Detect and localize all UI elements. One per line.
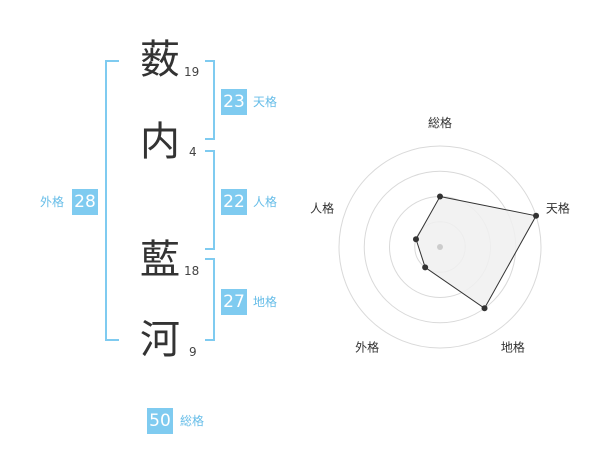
jinkaku-label: 人格 [253,195,278,209]
gaikaku-bracket-bottom [105,339,119,341]
radar-point-2 [533,212,540,219]
gaikaku-label: 外格 [40,195,65,209]
radar-axis-label: 外格 [355,339,379,354]
radar-center-dot [437,244,443,250]
chikaku-bracket-vertical [213,258,215,341]
soukaku-value-badge: 50 [147,408,173,434]
name-char-1: 薮 [140,37,180,83]
tenkaku-bracket-bottom [205,138,215,140]
radar-axis-label: 天格 [546,201,570,216]
chikaku-value-badge: 27 [221,289,247,315]
tenkaku-value-badge: 23 [221,89,247,115]
stroke-count-1: 19 [184,65,200,79]
tenkaku-bracket-top [205,60,215,62]
chikaku-bracket-bottom [205,339,215,341]
gaikaku-bracket-vertical [105,60,107,341]
radar-point-4 [422,264,429,271]
radar-point-3 [481,305,488,312]
chikaku-bracket-top [205,258,215,260]
stroke-count-4: 9 [189,345,197,359]
name-char-2: 内 [140,119,180,165]
soukaku-label: 総格 [180,414,205,428]
name-char-4: 河 [140,317,180,363]
tenkaku-label: 天格 [253,95,278,109]
jinkaku-bracket-top [205,150,215,152]
radar-score-area [415,195,537,310]
radar-ring [338,145,542,349]
radar-axis-label: 総格 [428,115,452,130]
stroke-count-2: 4 [189,145,197,159]
gaikaku-value-badge: 28 [72,189,98,215]
chikaku-label: 地格 [253,295,278,309]
radar-axis-label: 人格 [310,201,334,216]
jinkaku-bracket-vertical [213,150,215,250]
gaikaku-bracket-top [105,60,119,62]
jinkaku-bracket-bottom [205,248,215,250]
radar-point-5 [412,236,419,243]
stroke-count-3: 18 [184,264,200,278]
radar-axis-label: 地格 [501,339,525,354]
radar-point-1 [437,193,443,200]
jinkaku-value-badge: 22 [221,189,247,215]
tenkaku-bracket-vertical [213,60,215,140]
name-char-3: 藍 [140,237,180,283]
